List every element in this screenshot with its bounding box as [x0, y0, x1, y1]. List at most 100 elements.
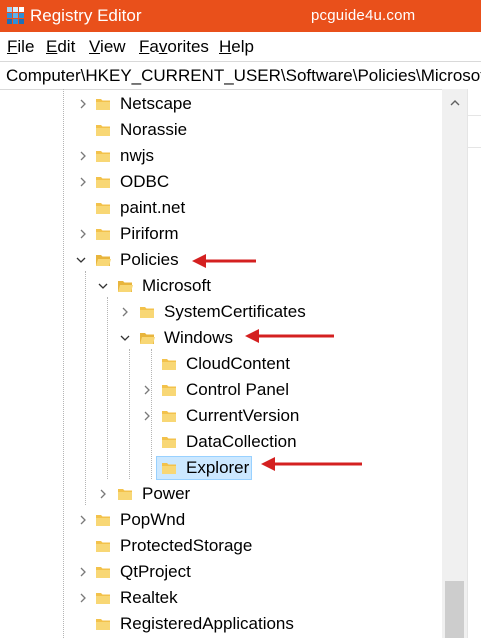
- values-pane-row: [468, 115, 481, 148]
- folder-icon: [96, 229, 110, 240]
- tree-node[interactable]: PopWnd: [0, 507, 440, 533]
- tree-guide: [107, 297, 108, 479]
- tree-node-label: ProtectedStorage: [120, 536, 253, 555]
- menu-favorites[interactable]: Favorites: [139, 37, 209, 56]
- registry-tree: Netscape Norassie nwjs ODBC paint.net Pi…: [0, 89, 442, 638]
- folder-open-icon: [96, 255, 111, 266]
- address-path[interactable]: Computer\HKEY_CURRENT_USER\Software\Poli…: [6, 66, 481, 85]
- annotation-arrow-windows: [245, 329, 334, 343]
- tree-node[interactable]: QtProject: [0, 559, 440, 585]
- scroll-up-icon[interactable]: [442, 89, 467, 115]
- values-pane[interactable]: [467, 89, 481, 638]
- tree-node[interactable]: Norassie: [0, 117, 440, 143]
- tree-node-label: Explorer: [186, 458, 250, 477]
- tree-node[interactable]: paint.net: [0, 195, 440, 221]
- tree-guide: [129, 349, 130, 479]
- chevron-right-icon[interactable]: [77, 143, 89, 169]
- tree-node[interactable]: CloudContent: [0, 351, 440, 377]
- folder-icon: [96, 99, 110, 110]
- tree-node-label: Netscape: [120, 94, 192, 113]
- tree-guide: [85, 271, 86, 505]
- menu-bar: File Edit View Favorites Help: [0, 32, 481, 61]
- folder-icon: [140, 307, 154, 318]
- tree-node-label: DataCollection: [186, 432, 297, 451]
- annotation-arrow-policies: [192, 254, 256, 268]
- tree-node-label: QtProject: [120, 562, 191, 581]
- tree-node-label: Norassie: [120, 120, 188, 139]
- tree-node-policies[interactable]: Policies: [0, 247, 440, 273]
- tree-node-label: RegisteredApplications: [120, 614, 294, 633]
- folder-icon: [96, 177, 110, 188]
- chevron-down-icon[interactable]: [75, 247, 87, 273]
- chevron-right-icon[interactable]: [77, 169, 89, 195]
- folder-icon: [118, 489, 132, 500]
- chevron-right-icon[interactable]: [119, 299, 131, 325]
- tree-node-explorer-selected[interactable]: Explorer: [0, 455, 440, 481]
- address-bar[interactable]: Computer\HKEY_CURRENT_USER\Software\Poli…: [0, 61, 481, 90]
- tree-node-label: Windows: [164, 328, 233, 347]
- menu-edit[interactable]: Edit: [46, 37, 76, 56]
- tree-node[interactable]: ODBC: [0, 169, 440, 195]
- folder-icon: [96, 567, 110, 578]
- chevron-right-icon[interactable]: [77, 585, 89, 611]
- chevron-right-icon[interactable]: [77, 559, 89, 585]
- folder-icon: [96, 541, 110, 552]
- folder-icon: [162, 411, 176, 422]
- folder-icon: [162, 437, 176, 448]
- tree-node[interactable]: CurrentVersion: [0, 403, 440, 429]
- folder-icon: [96, 515, 110, 526]
- tree-node-label: SystemCertificates: [164, 302, 306, 321]
- menu-file[interactable]: File: [7, 37, 35, 56]
- tree-node-label: Piriform: [120, 224, 179, 243]
- tree-node[interactable]: Piriform: [0, 221, 440, 247]
- tree-node-microsoft[interactable]: Microsoft: [0, 273, 440, 299]
- tree-node[interactable]: Realtek: [0, 585, 440, 611]
- chevron-right-icon[interactable]: [97, 481, 109, 507]
- chevron-down-icon[interactable]: [119, 325, 131, 351]
- annotation-arrow-explorer: [261, 457, 362, 471]
- folder-icon: [96, 125, 110, 136]
- chevron-right-icon[interactable]: [77, 91, 89, 117]
- tree-node-label: Realtek: [120, 588, 178, 607]
- window-title: Registry Editor: [30, 6, 142, 25]
- watermark: pcguide4u.com: [311, 7, 416, 24]
- folder-icon: [96, 151, 110, 162]
- tree-node[interactable]: Netscape: [0, 91, 440, 117]
- tree-node-label: Policies: [120, 250, 179, 269]
- tree-node[interactable]: RegisteredApplications: [0, 611, 440, 637]
- tree-node-windows[interactable]: Windows: [0, 325, 440, 351]
- tree-node[interactable]: Power: [0, 481, 440, 507]
- chevron-down-icon[interactable]: [97, 273, 109, 299]
- folder-icon: [162, 385, 176, 396]
- tree-node[interactable]: nwjs: [0, 143, 440, 169]
- tree-node-label: ODBC: [120, 172, 170, 191]
- chevron-right-icon[interactable]: [141, 377, 153, 403]
- chevron-right-icon[interactable]: [77, 507, 89, 533]
- menu-help[interactable]: Help: [219, 37, 254, 56]
- folder-icon: [162, 463, 176, 474]
- tree-node-label: nwjs: [120, 146, 155, 165]
- title-bar: Registry Editor pcguide4u.com: [0, 0, 481, 32]
- folder-icon: [96, 619, 110, 630]
- tree-node-label: PopWnd: [120, 510, 186, 529]
- tree-node-label: paint.net: [120, 198, 186, 217]
- selection-highlight: [156, 456, 252, 480]
- tree-scrollbar[interactable]: [442, 89, 467, 638]
- scroll-thumb[interactable]: [445, 581, 464, 638]
- tree-node[interactable]: Control Panel: [0, 377, 440, 403]
- folder-icon: [96, 203, 110, 214]
- tree-node-label: Control Panel: [186, 380, 290, 399]
- folder-icon: [162, 359, 176, 370]
- tree-node-label: CloudContent: [186, 354, 290, 373]
- chevron-right-icon[interactable]: [77, 221, 89, 247]
- tree-guide: [63, 89, 64, 638]
- tree-node[interactable]: SystemCertificates: [0, 299, 440, 325]
- menu-view[interactable]: View: [89, 37, 126, 56]
- tree-node[interactable]: ProtectedStorage: [0, 533, 440, 559]
- tree-node-label: Microsoft: [142, 276, 211, 295]
- tree-node-label: CurrentVersion: [186, 406, 300, 425]
- folder-icon: [96, 593, 110, 604]
- tree-node[interactable]: DataCollection: [0, 429, 440, 455]
- values-pane-header: [468, 89, 481, 116]
- chevron-right-icon[interactable]: [141, 403, 153, 429]
